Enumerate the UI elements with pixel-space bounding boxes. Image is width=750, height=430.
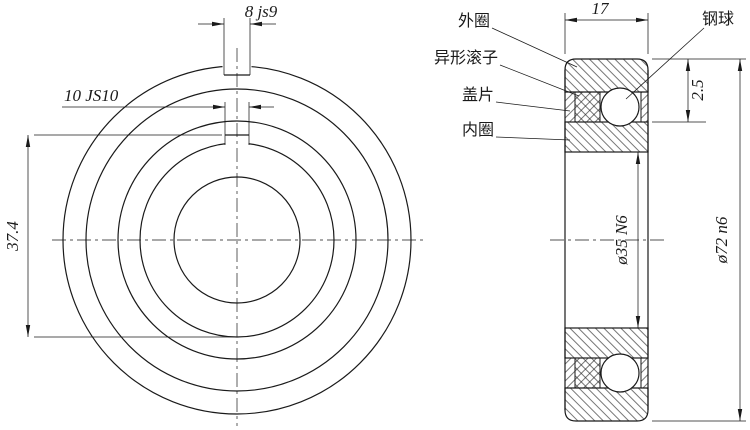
inner-ring-section-top <box>564 121 649 153</box>
leader-outer-ring <box>491 27 578 68</box>
dim-text-cover-offset: 2.5 <box>688 79 707 100</box>
cover-plate-right-top <box>640 91 649 123</box>
outer-ring-section-bottom <box>564 387 649 422</box>
label-steel-ball: 钢球 <box>702 10 734 28</box>
dim-outer-keyway: 8 js9 <box>198 2 278 27</box>
leader-cover-plate <box>495 101 571 112</box>
label-inner-ring: 内圈 <box>462 121 494 139</box>
steel-ball-bottom <box>600 353 640 393</box>
dim-keyway-depth: 37.4 <box>3 134 235 338</box>
leader-profiled-roller <box>499 64 580 97</box>
steel-ball-top <box>600 87 640 127</box>
dimensions: 8 js9 10 JS10 37.4 17 <box>3 0 746 422</box>
dim-bore-diameter: ø35 N6 <box>612 152 641 328</box>
centerlines <box>52 48 664 426</box>
bore-keyway-cutout <box>225 135 249 146</box>
dim-text-bore-keyway: 10 JS10 <box>64 86 119 105</box>
part-labels: 外圈 异形滚子 盖片 内圈 钢球 <box>434 10 734 141</box>
outer-ring-section-top <box>564 58 649 93</box>
dim-bearing-width: 17 <box>564 0 649 54</box>
label-cover-plate: 盖片 <box>462 86 494 104</box>
dim-text-keyway-depth: 37.4 <box>3 221 22 252</box>
cover-plate-right-bottom <box>640 357 649 389</box>
label-profiled-roller: 异形滚子 <box>434 49 498 67</box>
profiled-roller-section-top <box>574 91 601 123</box>
cover-plate-section-bottom <box>564 357 576 389</box>
dim-text-outside-diameter: ø72 n6 <box>712 216 731 264</box>
dim-outside-diameter: ø72 n6 <box>652 58 746 422</box>
inner-ring-section-bottom <box>564 327 649 359</box>
dim-bore-keyway: 10 JS10 <box>62 86 274 110</box>
label-outer-ring: 外圈 <box>458 12 490 30</box>
leader-inner-ring <box>495 136 571 141</box>
section-view <box>564 58 649 422</box>
dim-cover-offset: 2.5 <box>652 59 707 123</box>
dim-text-bore-diameter: ø35 N6 <box>612 215 631 266</box>
dim-text-bearing-width: 17 <box>592 0 611 18</box>
dim-text-outer-keyway: 8 js9 <box>245 2 278 21</box>
cover-plate-section-top <box>564 91 576 123</box>
profiled-roller-section-bottom <box>574 357 601 389</box>
leader-steel-ball <box>625 27 705 100</box>
